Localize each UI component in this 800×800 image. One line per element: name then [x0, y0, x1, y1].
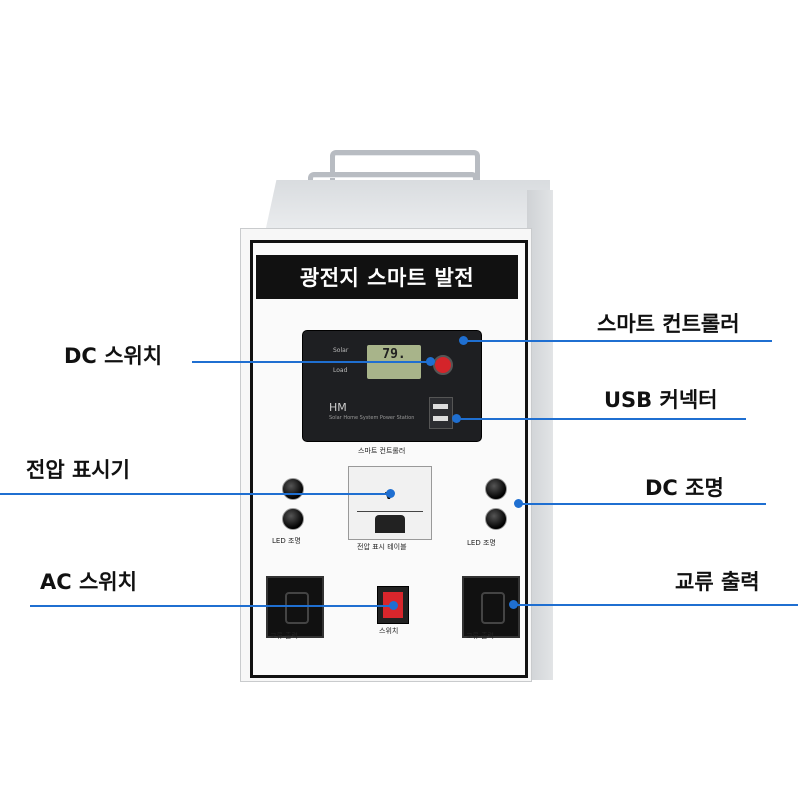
callout-dc-switch: DC 스위치 — [64, 344, 163, 368]
callout-dot-ac-output — [509, 600, 518, 609]
callout-line-smart-controller — [464, 340, 772, 342]
voltage-meter: V — [348, 466, 432, 540]
callout-line-dc-light — [518, 503, 766, 505]
usb-port[interactable] — [433, 404, 448, 409]
usb-port-group[interactable] — [429, 397, 453, 429]
callout-dot-smart-controller — [459, 336, 468, 345]
callout-dot-usb-connector — [452, 414, 461, 423]
led-caption-right: LED 조명 — [467, 539, 496, 547]
callout-usb-connector: USB 커넥터 — [604, 388, 718, 412]
load-legend: Load — [333, 367, 348, 374]
product-title: 광전지 스마트 발전 — [256, 255, 518, 299]
solar-legend: Solar — [333, 347, 349, 354]
led-caption-left: LED 조명 — [272, 537, 301, 545]
led-knob-right-bottom[interactable] — [485, 508, 507, 530]
meter-scale — [357, 473, 423, 512]
smart-controller: Solar Load 79. HM Solar Home System Powe… — [302, 330, 482, 442]
callout-voltage-display: 전압 표시기 — [26, 458, 130, 482]
callout-line-usb-connector — [456, 418, 746, 420]
socket-hole — [285, 592, 309, 624]
led-knob-left-bottom[interactable] — [282, 508, 304, 530]
ac-socket-left[interactable] — [266, 576, 324, 638]
callout-ac-switch: AC 스위치 — [40, 570, 137, 594]
callout-ac-output: 교류 출력 — [675, 570, 760, 594]
callout-dot-voltage-display — [386, 489, 395, 498]
callout-line-ac-switch — [30, 605, 394, 607]
controller-subtitle: Solar Home System Power Station — [329, 415, 415, 421]
cabinet-top — [264, 180, 550, 236]
dc-power-button[interactable] — [433, 355, 453, 375]
callout-smart-controller: 스마트 컨트롤러 — [597, 312, 740, 336]
callout-line-voltage-display — [0, 493, 390, 495]
callout-dc-light: DC 조명 — [645, 476, 724, 500]
socket-caption-left: 교류 출력 — [270, 632, 298, 640]
callout-dot-dc-light — [514, 499, 523, 508]
meter-caption: 전압 표시 테이블 — [357, 543, 407, 551]
usb-port[interactable] — [433, 416, 448, 421]
switch-caption: 스위치 — [379, 627, 399, 635]
callout-dot-dc-switch — [426, 357, 435, 366]
controller-caption: 스마트 컨트롤러 — [358, 447, 406, 455]
callout-line-dc-switch — [192, 361, 430, 363]
led-knob-right-top[interactable] — [485, 478, 507, 500]
callout-dot-ac-switch — [389, 601, 398, 610]
socket-caption-right: 교류 출력 — [466, 632, 494, 640]
meter-base — [375, 515, 405, 533]
callout-line-ac-output — [514, 604, 798, 606]
controller-brand: HM — [329, 401, 347, 414]
socket-hole — [481, 592, 505, 624]
led-knob-left-top[interactable] — [282, 478, 304, 500]
